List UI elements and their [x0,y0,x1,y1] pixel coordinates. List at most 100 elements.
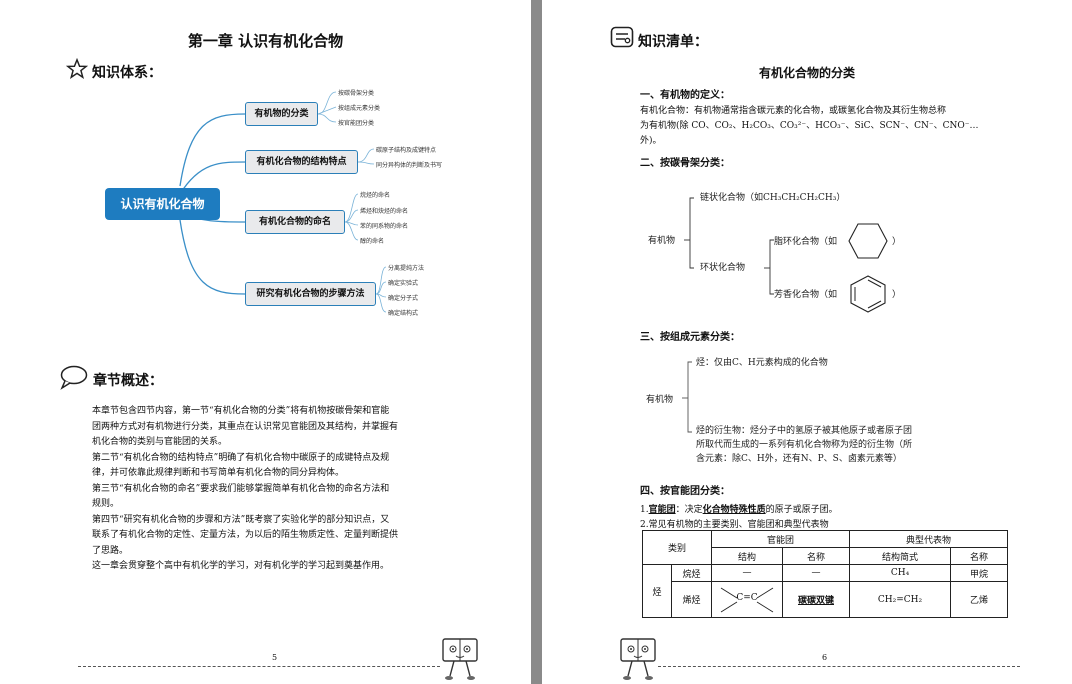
footer-divider [658,666,1020,667]
skeleton-close: ） [892,290,902,300]
fg-term: 官能团 [648,505,676,515]
td-rep-name: 甲烷 [950,564,1008,582]
definition-line: 有机化合物：有机物通常指含碳元素的化合物，或碳氢化合物及其衍生物总称 [640,106,947,116]
table-row: 烯烃 C=C 碳碳双键 CH₂=CH₂ 乙烯 [643,581,1008,618]
mindmap-root: 认识有机化合物 [105,188,220,220]
book-mascot-icon [620,638,656,680]
mindmap-leaf: 分离提纯方法 [388,265,425,272]
skeleton-aromatic: 芳香化合物（如 [774,290,838,300]
td-fg-name: — [782,564,850,582]
heading-functional-group: 四、按官能团分类： [640,486,730,497]
checklist-icon [610,26,634,48]
double-bond-label: C=C [736,593,758,603]
overview-line: 联系了有机化合物的定性、定量方法，为以后的陌生物质定性、定量判断提供 [92,530,399,540]
mindmap-leaf: 确定结构式 [388,310,419,317]
mindmap-leaf: 醇的命名 [360,238,385,245]
footer-divider [78,666,440,667]
knowledge-system-label: 知识体系： [92,65,162,81]
mindmap-leaf: 确定实验式 [388,280,419,287]
book-mascot-icon [442,638,478,680]
overview-line: 第四节“研究有机化合物的步骤和方法”既考察了实验化学的部分知识点，又 [92,514,390,525]
skeleton-chain: 链状化合物（如CH₃CH₂CH₂CH₃） [700,193,846,203]
td-category: 烷烃 [671,564,712,582]
mindmap-leaf: 同分异构体的判断及书写 [376,162,443,169]
heading-definition: 一、有机物的定义： [640,90,730,101]
th-formula: 结构简式 [849,547,951,565]
overview-line: 本章节包含四节内容，第一节“有机化合物的分类”将有机物按碳骨架和官能 [92,406,390,416]
page-number: 5 [272,653,278,662]
cyclohexane-icon [848,223,888,259]
td-structure: C=C [711,581,783,618]
table-row: 烃 烷烃 — — CH₄ 甲烷 [642,564,1008,618]
skeleton-root: 有机物 [648,236,676,246]
overview-line: 这一章会贯穿整个高中有机化学的学习，对有机化学的学习起到奠基作用。 [92,561,390,571]
overview-line: 第二节“有机化合物的结构特点”明确了有机化合物中碳原子的成键特点及规 [92,452,390,463]
th-functional-group: 官能团 [711,530,850,548]
derivative-line: 所取代而生成的一系列有机化合物称为烃的衍生物（所 [696,440,913,450]
td-structure: — [711,564,783,582]
benzene-icon [850,275,886,313]
hydrocarbon-def: 烃：仅由C、H元素构成的化合物 [696,358,828,368]
derivative-line: 烃的衍生物：烃分子中的氢原子被其他原子或者原子团 [696,426,913,436]
mindmap-leaf: 按组成元素分类 [338,105,381,112]
section-title: 有机化合物的分类 [758,66,855,80]
mindmap-leaf: 烷烃的命名 [360,192,391,199]
skeleton-close: ） [892,237,902,247]
mindmap-leaf: 烯烃和炔烃的命名 [360,208,409,215]
left-page: 第一章 认识有机化合物 知识体系： 认识有机化合物 有机物的分类 有 [0,0,531,684]
mindmap-leaf: 按碳骨架分类 [338,90,375,97]
definition-line: 外)。 [640,136,662,146]
right-page: 知识清单： 有机化合物的分类 一、有机物的定义： 有机化合物：有机物通常指含碳元… [542,0,1072,684]
chapter-title: 第一章 认识有机化合物 [187,32,344,50]
overview-line: 团两种方式对有机物进行分类，其重点在认识常见官能团及其结构，并掌握有 [92,421,399,432]
td-rep-name: 乙烯 [950,581,1008,618]
td-formula: CH₄ [849,564,951,582]
fg-prefix: 1. [640,505,649,515]
mindmap-leaf: 碳原子结构及成键特点 [376,147,437,154]
mindmap-branch-structure: 有机化合物的结构特点 [245,150,358,174]
fg-key: 化合物特殊性质 [702,505,766,515]
elements-bracket [682,361,692,433]
th-rep-name: 名称 [950,547,1008,565]
mindmap-branch-naming: 有机化合物的命名 [245,210,345,234]
fg-suffix: 的原子或原子团。 [765,505,838,515]
derivative-def: 烃的衍生物：烃分子中的氢原子被其他原子或者原子团 所取代而生成的一系列有机化合物… [696,424,966,466]
td-category: 烯烃 [671,581,712,618]
page-number: 6 [822,653,828,662]
functional-group-def: 1.官能团：决定化合物特殊性质的原子或原子团。 [640,502,838,515]
mindmap-leaf: 按官能团分类 [338,120,375,127]
td-formula: CH₂=CH₂ [849,581,951,618]
overview-line: 机化合物的类别与官能团的关系。 [92,437,228,447]
star-icon [66,58,88,79]
heading-skeleton: 二、按碳骨架分类： [640,158,730,169]
chapter-overview-label: 章节概述： [93,373,163,389]
th-structure: 结构 [711,547,783,565]
derivative-line: 含元素：除C、H外，还有N、P、S、卤素元素等） [696,454,902,464]
skeleton-brackets [684,197,774,295]
mindmap-branch-classification: 有机物的分类 [245,102,318,126]
fg-mid: ：决定 [675,505,703,515]
mindmap-leaf: 苯的同系物的命名 [360,223,409,230]
th-representative: 典型代表物 [849,530,1008,548]
th-category: 类别 [642,530,712,565]
heading-elements: 三、按组成元素分类： [640,332,740,343]
definition-text: 有机化合物：有机物通常指含碳元素的化合物，或碳氢化合物及其衍生物总称 为有机物(… [640,104,1040,149]
knowledge-list-label: 知识清单： [638,34,708,50]
td-group: 烃 [642,564,672,618]
elements-root: 有机物 [646,395,674,405]
td-fg-name: 碳碳双键 [782,581,850,618]
skeleton-ring: 环状化合物 [700,263,746,273]
mindmap-leaf: 确定分子式 [388,295,419,302]
fg-table-caption: 2.常见有机物的主要类别、官能团和典型代表物 [640,520,829,530]
speech-bubble-icon [60,365,88,390]
overview-line: 第三节“有机化合物的命名”要求我们能够掌握简单有机化合物的命名方法和 [92,483,390,494]
th-fg-name: 名称 [782,547,850,565]
overview-line: 了思路。 [92,545,129,556]
mindmap-branch-methods: 研究有机化合物的步骤方法 [245,282,376,306]
skeleton-alicyclic: 脂环化合物（如 [774,237,838,247]
functional-group-table: 类别 官能团 典型代表物 结构 名称 结构简式 名称 烃 烷烃 — — CH₄ … [642,530,1008,618]
overview-line: 律，并可依靠此规律判断和书写简单有机化合物的同分异构体。 [92,468,345,478]
overview-line: 规则。 [92,499,120,509]
definition-line: 为有机物(除 CO、CO₂、H₂CO₃、CO₃²⁻、HCO₃⁻、SiC、SCN⁻… [640,121,979,131]
mindmap: 认识有机化合物 有机物的分类 有机化合物的结构特点 有机化合物的命名 研究有机化… [100,82,460,322]
